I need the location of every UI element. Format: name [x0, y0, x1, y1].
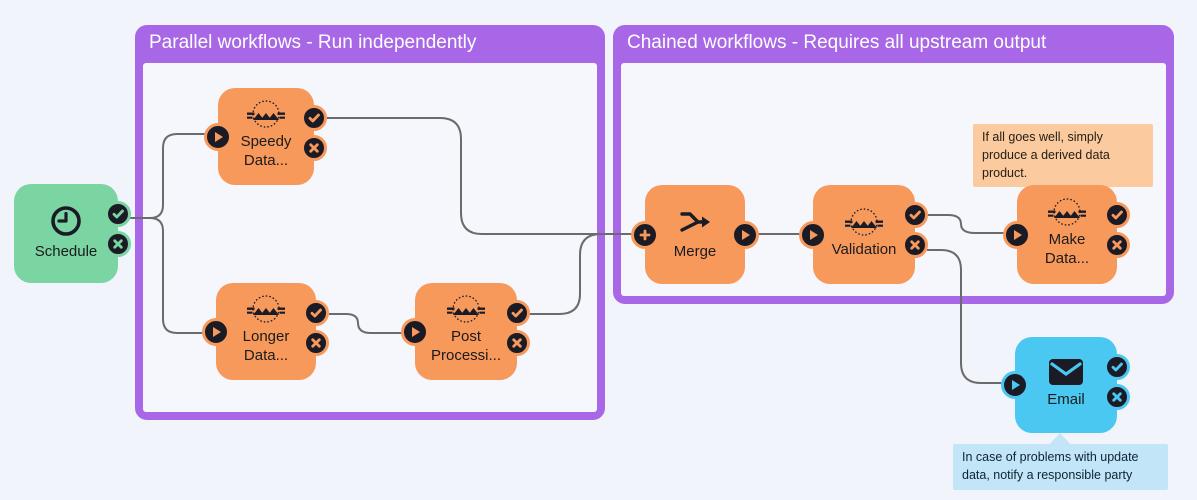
- node-merge[interactable]: Merge: [631, 185, 759, 284]
- annotation-make-data[interactable]: If all goes well, simply produce a deriv…: [973, 124, 1153, 204]
- failure-port[interactable]: [1104, 232, 1130, 258]
- success-port[interactable]: [105, 201, 131, 227]
- fme-icon: [444, 294, 488, 324]
- group-title[interactable]: Parallel workflows - Run independently: [149, 32, 477, 53]
- input-port[interactable]: [204, 122, 232, 151]
- annotation-email[interactable]: In case of problems with update data, no…: [953, 433, 1168, 490]
- node-label: Longer Data...: [242, 328, 290, 364]
- success-port[interactable]: [1104, 354, 1130, 380]
- input-port[interactable]: [401, 317, 429, 346]
- node-make-data[interactable]: Make Data...: [1003, 185, 1130, 284]
- failure-port[interactable]: [1104, 384, 1130, 410]
- input-port[interactable]: [1001, 371, 1029, 399]
- group-title[interactable]: Chained workflows - Requires all upstrea…: [627, 32, 1047, 53]
- failure-port[interactable]: [504, 330, 530, 356]
- group-parallel-workflows[interactable]: Parallel workflows - Run independently: [135, 25, 605, 420]
- node-speedy-data[interactable]: Speedy Data...: [204, 88, 327, 185]
- input-port[interactable]: [799, 220, 827, 249]
- input-port[interactable]: [202, 317, 230, 346]
- node-label: Validation: [831, 240, 897, 258]
- input-port[interactable]: [1003, 220, 1031, 249]
- fme-icon: [842, 207, 886, 237]
- fme-icon: [1045, 197, 1089, 227]
- node-email[interactable]: Email: [1001, 337, 1130, 433]
- failure-port[interactable]: [303, 330, 329, 356]
- annotation-text: In case of problems with update data, no…: [962, 450, 1139, 482]
- failure-port[interactable]: [301, 135, 327, 161]
- annotation-text: If all goes well, simply produce a deriv…: [982, 130, 1110, 180]
- fme-icon: [244, 99, 288, 129]
- node-label: Post Processi...: [430, 328, 502, 364]
- fme-icon: [244, 294, 288, 324]
- node-label: Make Data...: [1044, 231, 1090, 267]
- failure-port[interactable]: [902, 232, 928, 258]
- node-validation[interactable]: Validation: [799, 185, 928, 284]
- node-post-processing[interactable]: Post Processi...: [401, 283, 530, 380]
- node-label: Email: [1047, 391, 1085, 408]
- output-port[interactable]: [731, 220, 759, 249]
- node-schedule[interactable]: Schedule: [14, 184, 131, 283]
- mail-icon: [1047, 357, 1085, 387]
- node-label: Merge: [673, 242, 717, 260]
- node-label: Speedy Data...: [240, 133, 292, 169]
- success-port[interactable]: [902, 202, 928, 228]
- failure-port[interactable]: [105, 231, 131, 257]
- success-port[interactable]: [301, 105, 327, 131]
- success-port[interactable]: [1104, 202, 1130, 228]
- node-label: Schedule: [34, 242, 98, 260]
- success-port[interactable]: [303, 300, 329, 326]
- input-port[interactable]: [631, 220, 659, 249]
- node-longer-data[interactable]: Longer Data...: [202, 283, 329, 380]
- annotation-tail: [1049, 433, 1071, 445]
- merge-icon: [675, 205, 715, 239]
- group-body: [143, 63, 597, 412]
- success-port[interactable]: [504, 300, 530, 326]
- clock-icon: [48, 203, 84, 239]
